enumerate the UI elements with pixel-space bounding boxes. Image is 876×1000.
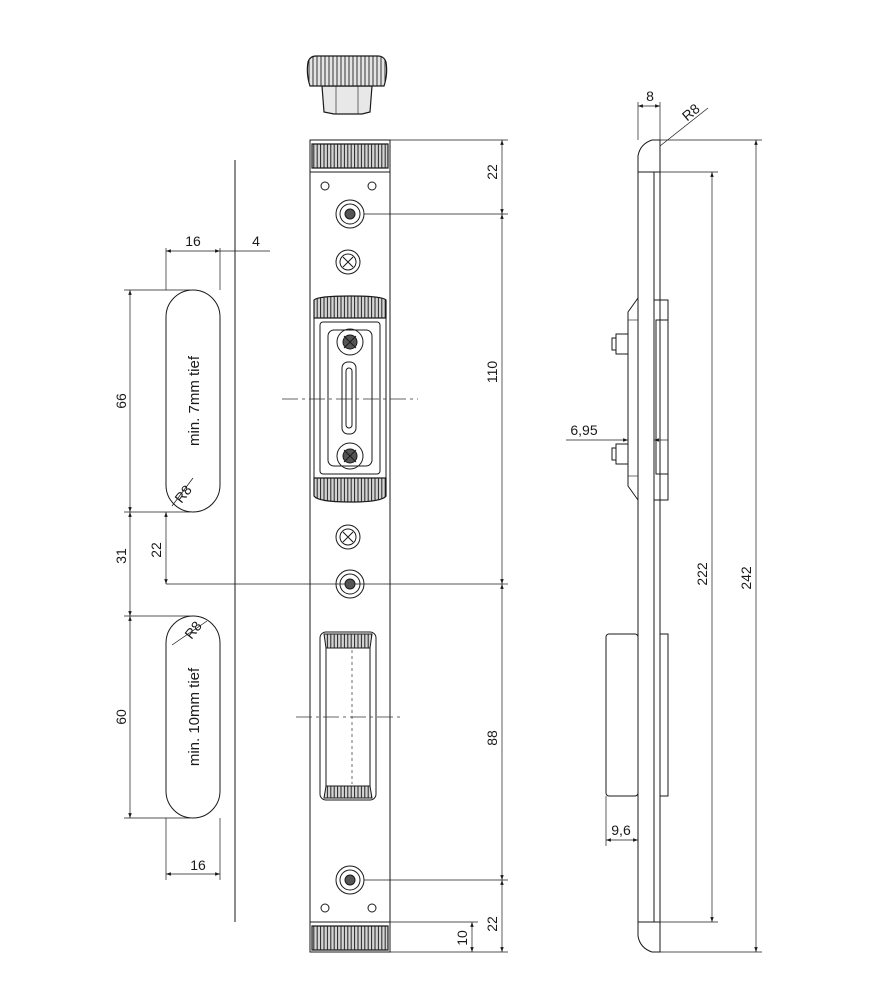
dim-side-pocket-depth: 9,6: [611, 822, 631, 838]
dim-slot-upper-width: 16: [185, 233, 201, 249]
top-end-cap: [311, 143, 389, 169]
dim-hole-spacing-upper: 110: [484, 361, 500, 384]
side-upper-keeper: [611, 297, 669, 501]
adjustable-keeper: [313, 295, 387, 503]
lower-slot-label: min. 10mm tief: [186, 667, 203, 766]
dim-slot-lower-width: 16: [190, 857, 206, 873]
dim-side-keeper-depth: 6,95: [570, 422, 597, 438]
adjust-screw-upper: [335, 249, 361, 275]
dim-side-total-length: 242: [738, 566, 754, 590]
dim-top-to-hole: 22: [484, 164, 500, 180]
bottom-end-cap: [311, 925, 389, 951]
screw-hole-mid: [335, 569, 365, 599]
dim-side-top-thickness: 8: [646, 88, 654, 104]
upper-slot-label: min. 7mm tief: [186, 355, 203, 446]
screw-hole-bottom: [335, 865, 365, 895]
dim-bottom-cap: 10: [454, 930, 470, 946]
detached-cap: [306, 55, 388, 115]
side-lower-pocket: [605, 633, 669, 797]
dim-slot-upper-height: 66: [113, 393, 129, 409]
adjust-screw-lower: [335, 524, 361, 550]
dim-hole-spacing-lower: 88: [484, 730, 500, 746]
dim-bottom-to-hole: 22: [484, 916, 500, 932]
upper-slot-radius-leader: [171, 477, 194, 507]
lower-slot-radius: R8: [181, 618, 205, 642]
lower-slot-radius-leader: [171, 620, 208, 646]
screw-hole-top: [335, 199, 365, 229]
dim-slot-lower-height: 60: [113, 709, 129, 725]
dim-gap-to-hole: 22: [148, 542, 164, 558]
dim-side-inner-length: 222: [694, 562, 710, 586]
upper-slot: [165, 289, 221, 513]
dim-offset: 4: [252, 233, 260, 249]
keeper-strip: [309, 139, 391, 953]
dim-gap-between: 31: [113, 548, 129, 564]
side-plate: [637, 139, 661, 953]
keeper-side-view: 8 R8 6,95 9,6 222 242: [566, 88, 762, 953]
lower-pocket: [319, 631, 377, 801]
lower-slot: [165, 615, 221, 819]
dim-side-radius: R8: [679, 100, 703, 124]
slot-cutouts: min. 7mm tief R8 min. 10mm tief R8 16 4 …: [113, 160, 500, 922]
keeper-front-view: 22 110 88 22 10: [282, 55, 508, 953]
